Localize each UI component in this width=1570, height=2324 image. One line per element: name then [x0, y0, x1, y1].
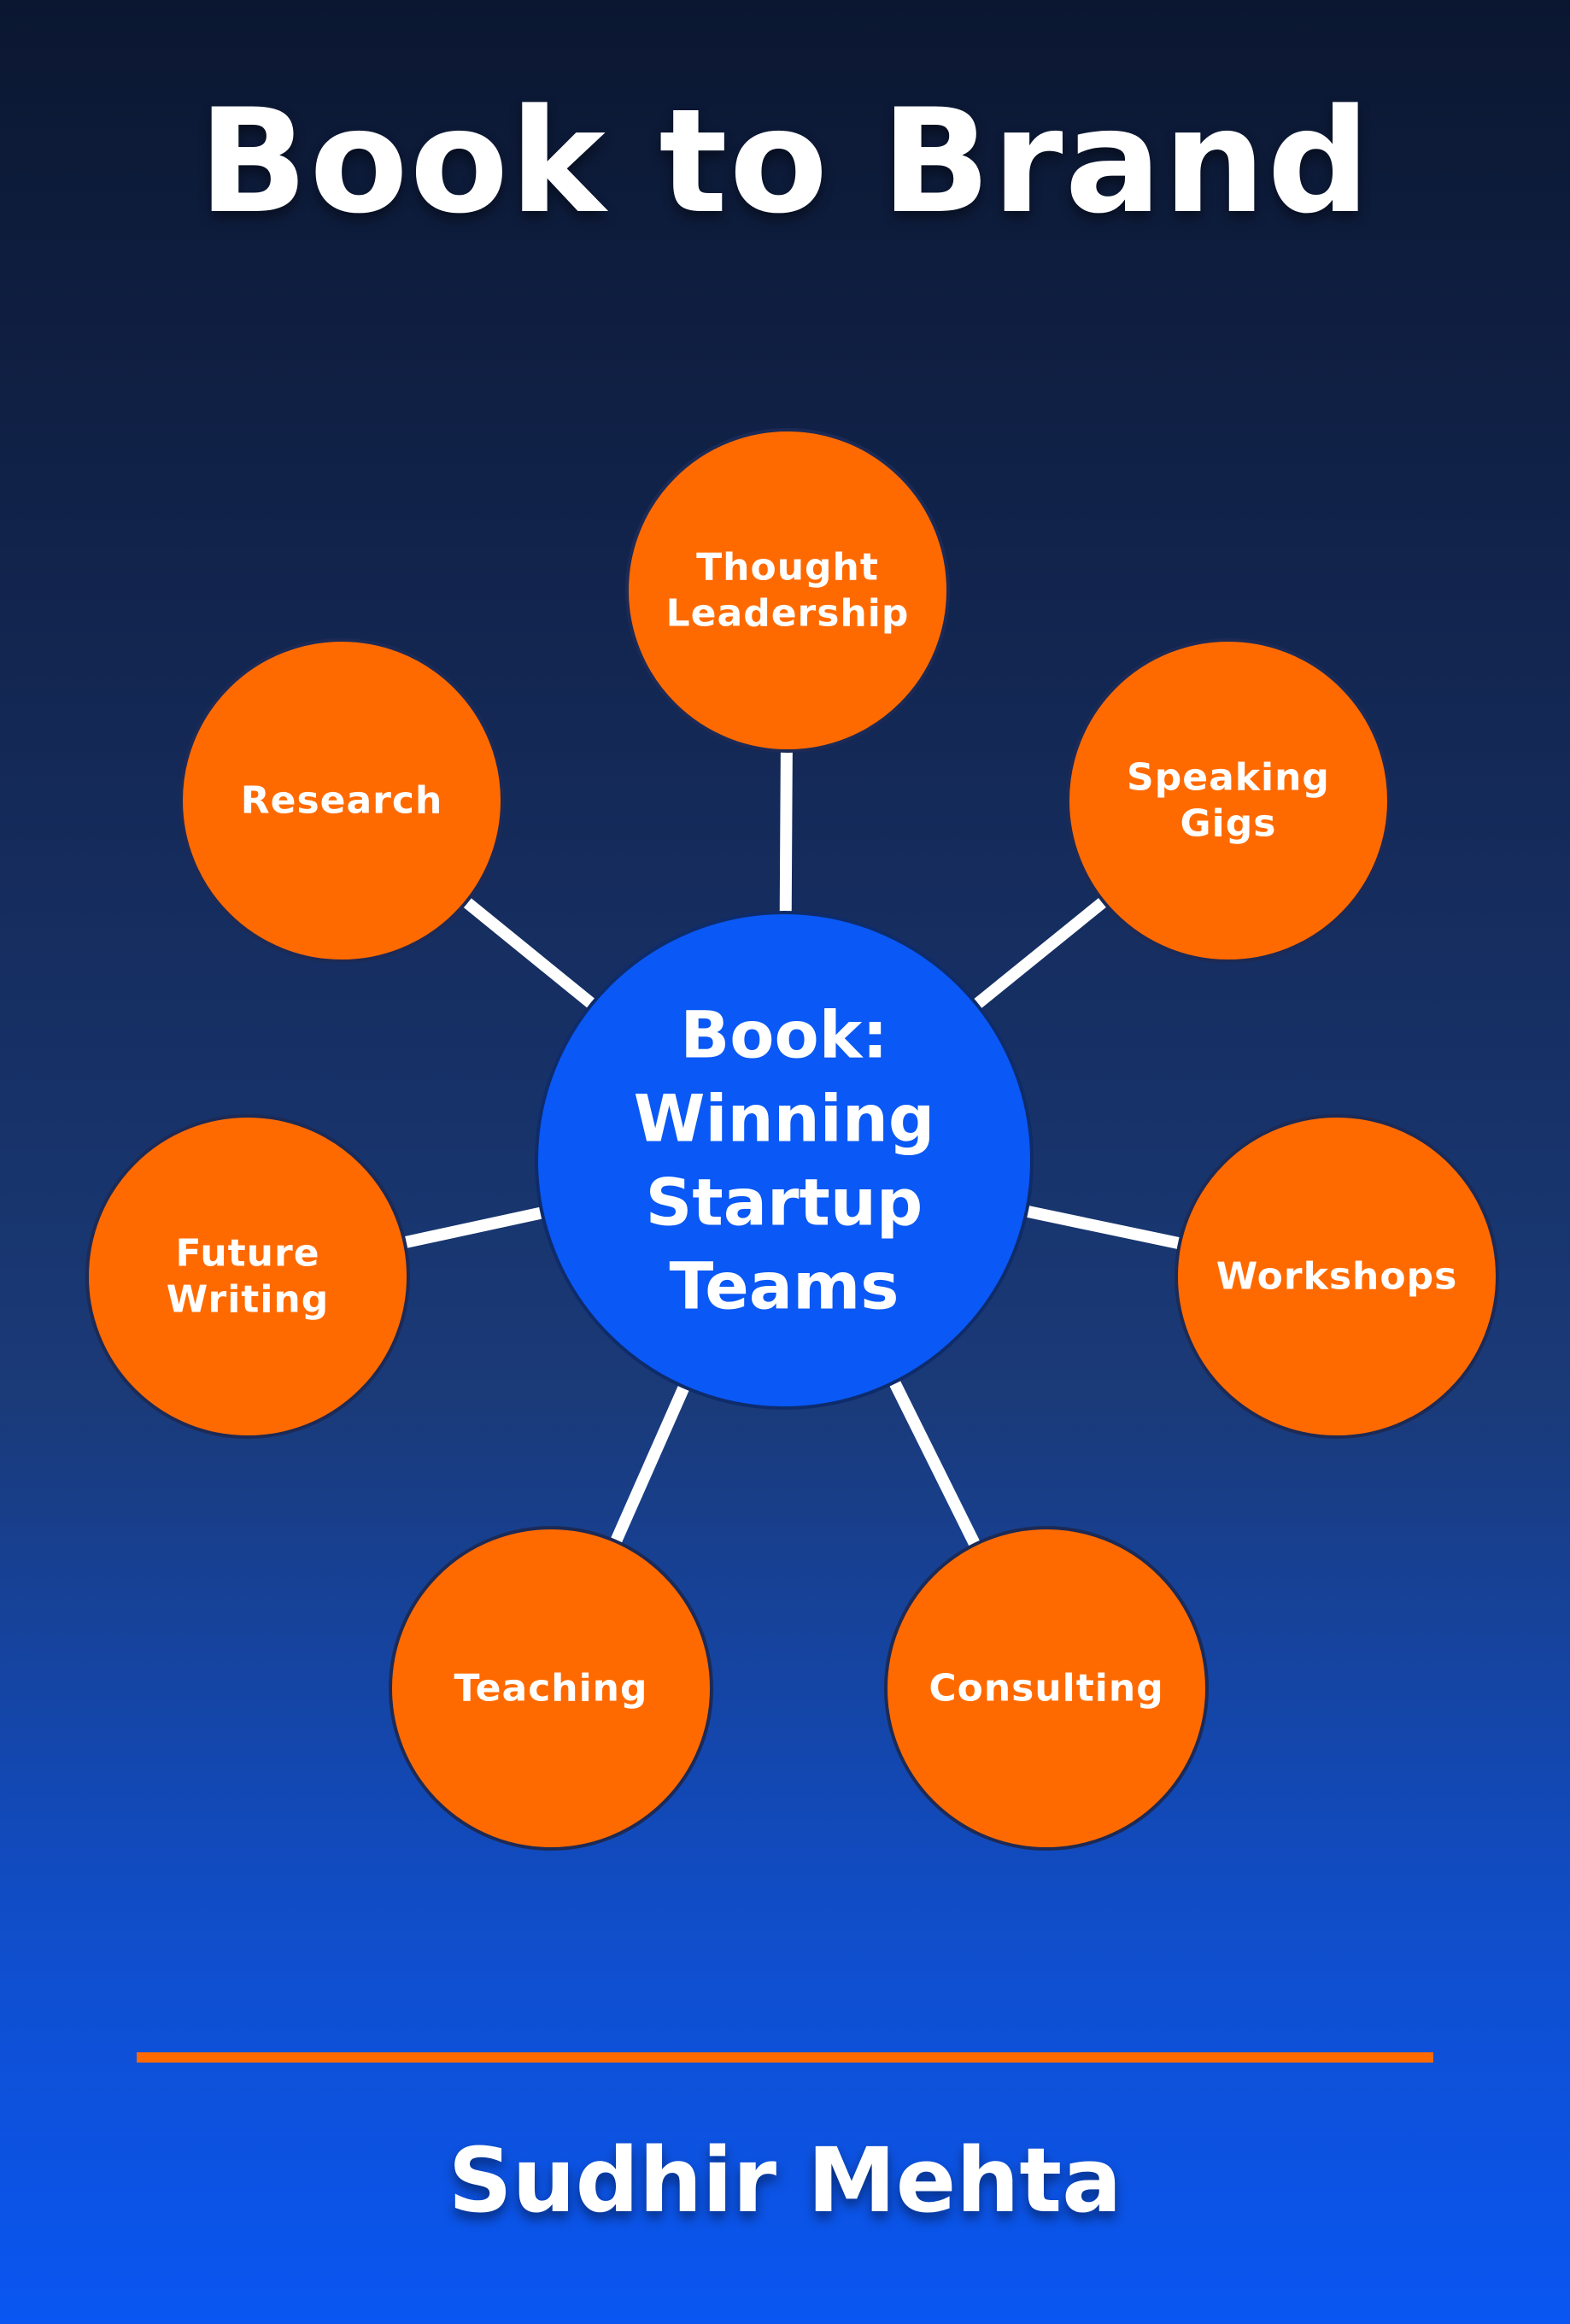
- divider: [137, 2052, 1433, 2063]
- node-circle-speaking-gigs: [1066, 638, 1391, 963]
- author-name: Sudhir Mehta: [448, 2128, 1122, 2233]
- node-circle-future-writing: [85, 1114, 410, 1439]
- node-workshops: Workshops: [1175, 1114, 1499, 1439]
- outer-nodes: ThoughtLeadershipSpeakingGigsWorkshopsCo…: [85, 428, 1499, 1851]
- node-label-future-writing-line-1: Future: [175, 1232, 319, 1276]
- hub-circle: [535, 911, 1034, 1410]
- node-label-consulting-line-1: Consulting: [929, 1667, 1163, 1711]
- node-label-speaking-gigs-line-2: Gigs: [1180, 802, 1277, 846]
- connector-speaking-gigs: [970, 895, 1110, 1012]
- hub-label-line-1: Book:: [680, 997, 888, 1073]
- node-label-speaking-gigs-line-1: Speaking: [1127, 756, 1330, 800]
- node-label-research-line-1: Research: [241, 779, 443, 823]
- hub-label-line-2: Winning: [634, 1081, 935, 1157]
- node-circle-workshops: [1175, 1114, 1499, 1439]
- connector-workshops: [1022, 1204, 1185, 1251]
- node-teaching: Teaching: [389, 1526, 713, 1851]
- connectors: [400, 747, 1185, 1551]
- node-circle-research: [179, 638, 504, 963]
- connector-future-writing: [400, 1206, 547, 1249]
- node-circle-teaching: [389, 1526, 713, 1851]
- node-circle-consulting: [884, 1526, 1209, 1851]
- node-label-future-writing-line-2: Writing: [167, 1278, 329, 1322]
- node-label-thought-leadership-line-2: Leadership: [666, 592, 910, 636]
- node-label-teaching-line-1: Teaching: [454, 1667, 647, 1711]
- node-label-workshops-line-1: Workshops: [1216, 1255, 1458, 1299]
- connector-teaching: [608, 1381, 691, 1547]
- node-consulting: Consulting: [884, 1526, 1209, 1851]
- node-research: Research: [179, 638, 504, 963]
- connector-consulting: [887, 1376, 982, 1551]
- hub-label-line-3: Startup: [646, 1165, 923, 1241]
- node-circle-thought-leadership: [625, 428, 950, 753]
- node-label-thought-leadership-line-1: Thought: [696, 546, 879, 590]
- hub-label-line-4: Teams: [669, 1248, 899, 1324]
- connector-research: [460, 895, 599, 1012]
- page-title: Book to Brand: [198, 78, 1372, 245]
- connector-thought-leadership: [779, 747, 793, 917]
